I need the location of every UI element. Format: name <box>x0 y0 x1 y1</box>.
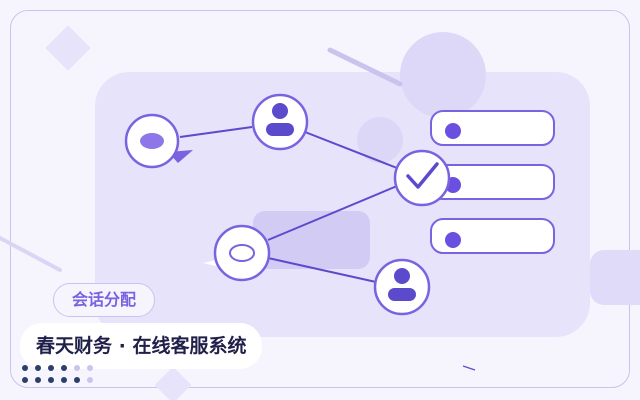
chat-bubble-node <box>124 113 193 169</box>
option-item[interactable] <box>430 218 555 254</box>
option-list <box>430 110 555 254</box>
deco-stroke-left <box>0 236 62 272</box>
user-node-top <box>251 93 309 151</box>
deco-stroke <box>327 47 403 87</box>
option-item[interactable] <box>430 110 555 146</box>
deco-diamond-top <box>45 25 91 71</box>
deco-rect-right <box>590 250 640 305</box>
chat-bubble-node-outline <box>203 224 271 282</box>
user-icon <box>266 103 294 136</box>
user-node-bottom <box>373 258 431 316</box>
check-node <box>393 149 451 207</box>
chat-bubble-icon <box>140 133 164 149</box>
deco-rect <box>253 211 370 269</box>
radio-dot-icon <box>445 232 461 248</box>
dot-pattern-decoration <box>22 365 93 383</box>
connector-lines <box>179 126 398 283</box>
deco-tick <box>462 365 476 371</box>
deco-circle-large <box>400 32 486 118</box>
deco-circle-small <box>357 117 403 163</box>
checkmark-icon <box>406 162 439 189</box>
page-title: 春天财务 · 在线客服系统 <box>20 323 263 369</box>
user-icon <box>388 268 416 301</box>
chat-bubble-outline-icon <box>229 244 255 262</box>
feature-badge: 会话分配 <box>53 283 156 317</box>
deco-diamond-bottom <box>154 366 192 400</box>
radio-dot-icon <box>445 123 461 139</box>
